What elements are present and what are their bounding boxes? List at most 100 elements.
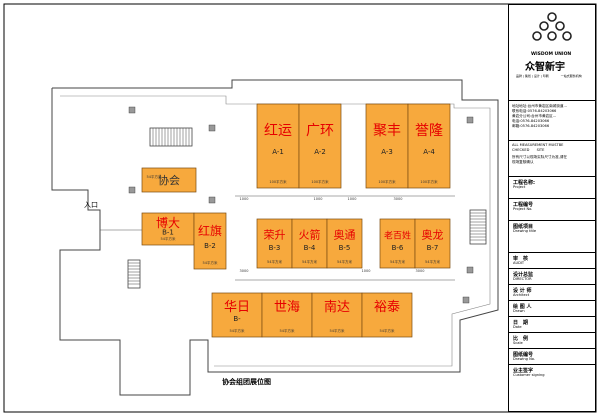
booth-name: 红运 [264,123,292,139]
title-block-sublabel: Drawing title [513,229,537,233]
info-line-2: 联系电话:0576-84203066 [512,109,557,113]
booth-id: B-7 [427,244,439,252]
staircase-right [469,209,487,245]
title-block-sublabel: Project [513,185,526,189]
logo-icon [532,12,572,41]
booth-name: 荣升 [264,229,286,242]
booth-id: B-6 [392,244,404,252]
booth: 奥通 B-5 54平方米 [326,218,363,269]
dimension-label: 1000 [348,197,357,201]
booth-area: 54平方米 [147,174,162,179]
booth-name: 奥通 [334,228,356,242]
booth-name: 博大 [156,215,180,230]
title-block-sublabel: Drawing No. [513,357,536,361]
booth-name: 老百姓 [384,230,411,242]
building-outline [51,79,499,396]
title-block-divider [508,252,596,253]
plan-caption: 协会组团展位图 [222,378,271,386]
title-block-divider [508,220,596,221]
booth-rect [261,292,313,338]
booth-area: 54平方米 [390,259,405,264]
booth-area: 54平方米 [337,259,352,264]
booth-name: 聚丰 [373,123,401,139]
title-block-divider [508,268,596,269]
booth-rect [414,218,451,269]
title-block-label: 日 期 [513,320,529,326]
dimension-label: 3000 [240,269,249,273]
booth-name: 广环 [306,123,334,139]
dimension-label: 3000 [416,269,425,273]
title-block-label: 绘 图 人 [513,304,532,310]
title-block-sublabel: Customer signing [513,373,545,377]
title-block-divider [508,348,596,349]
booth-rect [361,292,413,338]
title-block-divider [508,316,596,317]
booth-rect [407,103,451,189]
title-block-sublabel: Scale [513,341,523,345]
booth-area: 54平方米 [380,328,395,333]
brand-cn: 众智新宇 [525,62,565,73]
dimension-label: 1000 [314,197,323,201]
booths-layer: 红运A-1100平方米广环A-2100平方米聚丰A-3100平方米誉隆A-410… [141,103,451,338]
title-block-label: 图纸编号 [513,352,534,358]
title-block-divider [508,176,596,177]
title-block-sublabel: Drawn [513,309,525,313]
notes-line-3: 所有尺寸以现场实际尺寸为准,请在 [512,155,568,159]
dimension-label: 1000 [362,269,371,273]
dimension-label: 1000 [240,197,249,201]
brand-en: WISDOM UNION [531,52,572,57]
title-block-label: 工程编号 [513,202,534,208]
booth-rect [311,292,363,338]
booth-rect [379,218,416,269]
booth-id: A-1 [272,148,284,156]
booth-id: B- [233,315,241,323]
booth: 华日B-54平方米 [211,292,263,338]
booth-rect [256,103,300,189]
booth-id: B-1 [162,229,174,237]
booth-id: B-4 [304,244,316,252]
booth-name: 协会 [158,173,180,187]
title-block-sublabel: Date [513,325,522,329]
booth-rect [193,212,227,270]
columns [128,106,474,304]
booth-area: 100平方米 [311,179,329,184]
booth-area: 54平方米 [161,236,176,241]
title-block-label: 比 例 [513,336,529,342]
booth-id: A-2 [314,148,326,156]
booth-area: 54平方米 [203,260,218,265]
title-block-label: 设计总监 [513,272,534,278]
staircase-bottom [127,259,141,289]
booth-id: A-3 [381,148,393,156]
booth-id: B-2 [204,242,216,250]
brand-tagline: 品牌 | 策划 | 设计 | 印刷 一站式服务机构 [516,74,582,78]
title-block-label: 图纸项目 [513,224,534,230]
title-block-sublabel: DIRECTOR [513,277,532,281]
logo [530,10,574,50]
title-block-divider [508,284,596,285]
title-block-divider [508,332,596,333]
staircase-top [149,127,193,147]
booth-area: 54平方米 [267,259,282,264]
info-line-1: 地址地址:台州市黄岩区南城街道... [512,104,567,108]
booth: 老百姓 B-6 54平方米 [379,218,416,269]
title-block-divider [508,198,596,199]
booth-name: 世海 [274,300,300,315]
booth-id: B-3 [269,244,281,252]
title-block-divider [508,300,596,301]
entrance-label: 入口 [84,201,98,209]
booth-area: 54平方米 [425,259,440,264]
title-block-sublabel: Project No. [513,207,533,211]
booth-area: 54平方米 [302,259,317,264]
booth-id: B-5 [339,244,351,252]
booth-rect [141,212,195,246]
notes-line-2: CHECKED SITE [512,148,545,152]
title-block-label: 审 核 [513,256,529,262]
booth: 广环 A-2 100平方米 [298,103,342,189]
booth-area: 100平方米 [420,179,438,184]
booth: 荣升 B-3 54平方米 [256,218,293,269]
drawing-border [3,3,597,413]
